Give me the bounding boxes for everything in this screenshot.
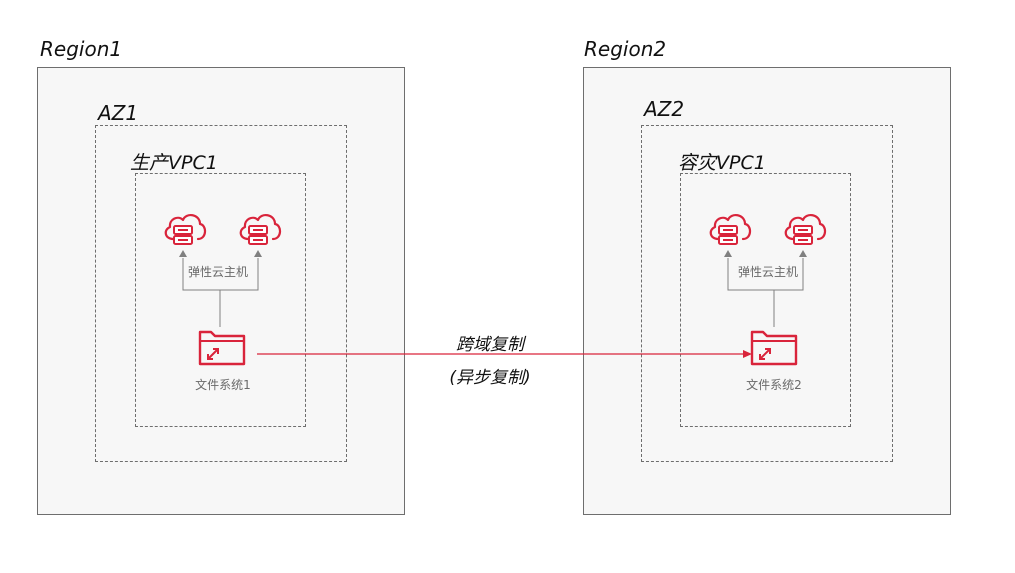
ecs2a-arrowhead (724, 250, 732, 257)
ecs2-connector (727, 258, 804, 327)
vpc1-box (135, 173, 306, 427)
fs2-label: 文件系统2 (746, 378, 802, 392)
fs1-label: 文件系统1 (195, 378, 251, 392)
region2-box (583, 67, 951, 515)
ecs1a-icon (164, 213, 207, 246)
region1-label: Region1 (40, 37, 123, 61)
vpc1-label: 生产VPC1 (130, 152, 218, 174)
fs1-folder-icon (198, 330, 246, 366)
ecs2b-arrowhead (799, 250, 807, 257)
ecs2a-icon (709, 213, 752, 246)
vpc2-box (680, 173, 851, 427)
region1-box (37, 67, 405, 515)
ecs1b-icon (239, 213, 282, 246)
ecs1-connector (182, 258, 259, 327)
fs2-folder-icon (750, 330, 798, 366)
ecs1b-arrowhead (254, 250, 262, 257)
ecs1a-arrowhead (179, 250, 187, 257)
region2-label: Region2 (584, 37, 667, 61)
az2-box (641, 125, 893, 462)
ecs1-label: 弹性云主机 (187, 265, 248, 279)
az1-box (95, 125, 347, 462)
az2-label: AZ2 (644, 97, 685, 121)
az1-label: AZ1 (98, 101, 139, 125)
ecs2-label: 弹性云主机 (737, 265, 798, 279)
ecs2b-icon (784, 213, 827, 246)
replication-label: 跨域复制 (456, 335, 524, 355)
replication-arrowhead (743, 350, 752, 358)
vpc2-label: 容灾VPC1 (678, 152, 766, 174)
replication-mode-label: (异步复制) (449, 368, 531, 388)
